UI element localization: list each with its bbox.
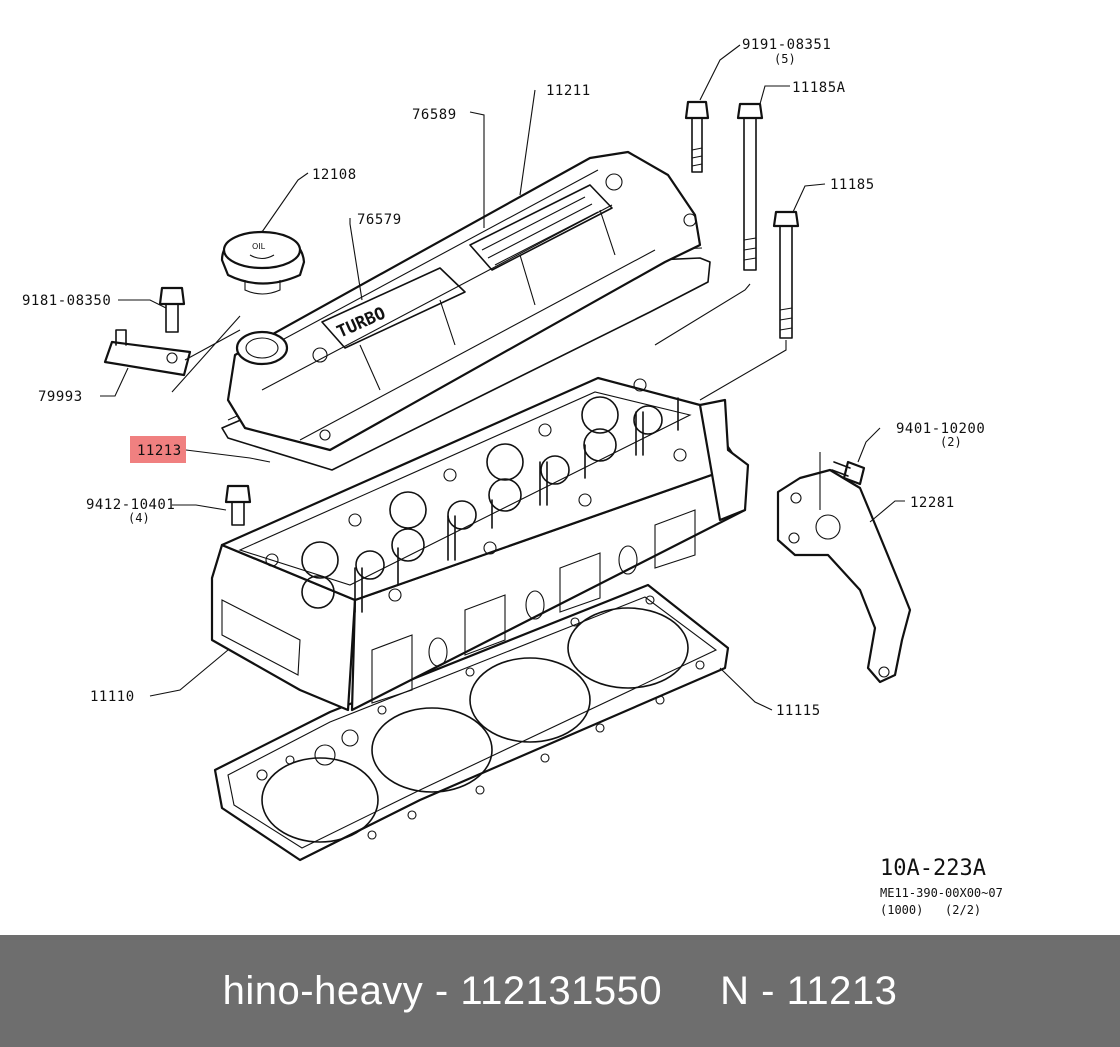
qty-9191-08351: (5) bbox=[774, 52, 796, 66]
label-11115: 11115 bbox=[776, 703, 821, 719]
part-labels: 9191-08351 (5) 11211 11185A 76589 11185 … bbox=[22, 37, 985, 719]
label-9412-10401: 9412-10401 bbox=[86, 497, 175, 513]
ref-code: 10A-223A bbox=[880, 856, 986, 881]
bolt-9401-10200 bbox=[831, 460, 866, 486]
reference-block: 10A-223A ME11-390-00X00~07 (1000) (2/2) bbox=[880, 856, 1003, 917]
bolt-9191-08351 bbox=[684, 100, 710, 173]
cylinder-head-11110 bbox=[210, 376, 750, 712]
bolt-9412-10401 bbox=[224, 484, 252, 526]
engine-hanger-12281 bbox=[776, 468, 912, 684]
label-12281: 12281 bbox=[910, 495, 955, 511]
parts-diagram: TURBO OIL bbox=[22, 37, 1003, 917]
label-11185: 11185 bbox=[830, 177, 875, 193]
label-11185A: 11185A bbox=[792, 80, 846, 96]
label-76579: 76579 bbox=[357, 212, 402, 228]
label-9191-08351: 9191-08351 bbox=[742, 37, 831, 53]
qty-9401-10200: (2) bbox=[940, 435, 962, 449]
highlight-11213 bbox=[130, 436, 186, 463]
oil-filler-cap-12108: OIL bbox=[220, 230, 306, 295]
leader-lines bbox=[100, 44, 905, 711]
label-9181-08350: 9181-08350 bbox=[22, 293, 111, 309]
label-76589: 76589 bbox=[412, 107, 457, 123]
ref-line-1: ME11-390-00X00~07 bbox=[880, 886, 1003, 900]
label-11110: 11110 bbox=[90, 689, 135, 705]
bracket-79993 bbox=[103, 315, 241, 393]
caption-bar: hino-heavy - 112131550 N - 11213 bbox=[0, 935, 1120, 1047]
rocker-cover-11211: TURBO bbox=[226, 150, 702, 452]
ref-line-2: (1000) (2/2) bbox=[880, 903, 981, 917]
exploded-view-drawing: TURBO OIL bbox=[22, 37, 1003, 917]
label-11213: 11213 bbox=[137, 443, 182, 459]
stud-11185A bbox=[736, 102, 764, 271]
label-9401-10200: 9401-10200 bbox=[896, 421, 985, 437]
label-11211: 11211 bbox=[546, 83, 591, 99]
stud-11185 bbox=[772, 210, 800, 339]
head-gasket-11115 bbox=[213, 583, 730, 862]
label-12108: 12108 bbox=[312, 167, 357, 183]
caption-text: hino-heavy - 112131550 N - 11213 bbox=[222, 968, 898, 1013]
label-79993: 79993 bbox=[38, 389, 83, 405]
cap-oil-text: OIL bbox=[252, 242, 266, 251]
qty-9412-10401: (4) bbox=[128, 511, 150, 525]
bolt-9181-08350 bbox=[158, 286, 186, 333]
